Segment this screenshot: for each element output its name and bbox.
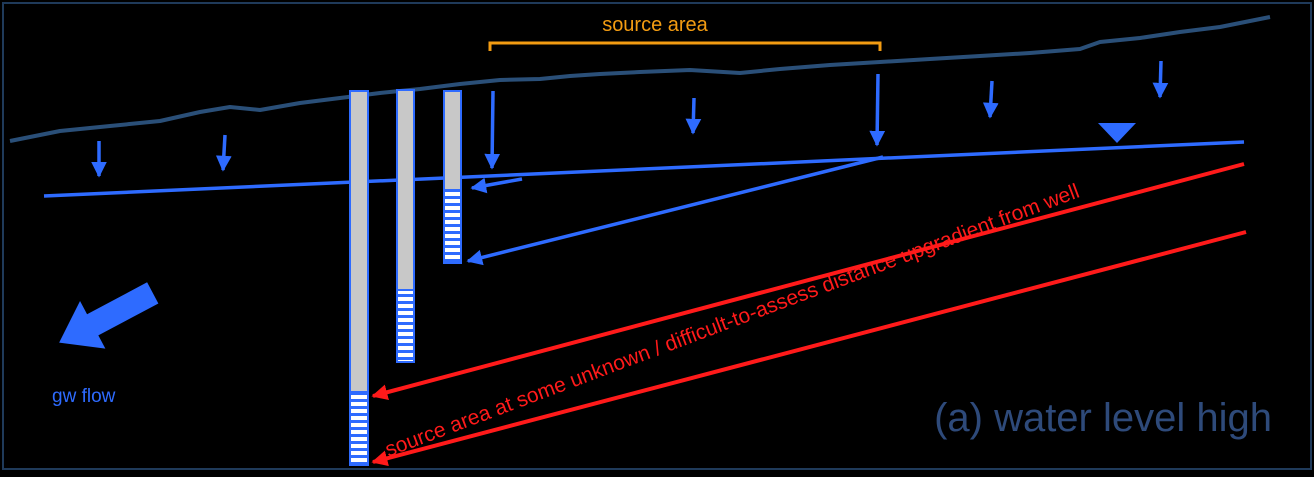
- flowpath-arrow-upper: [470, 177, 523, 194]
- source-area-bracket: [488, 41, 882, 51]
- well-casing: [396, 89, 415, 291]
- flowpath-arrow-lower: [466, 155, 884, 266]
- gw-flow-label: gw flow: [52, 386, 116, 407]
- recharge-arrow: [869, 73, 886, 147]
- gw-flow-arrow-icon: [59, 282, 159, 349]
- source-area-label: source area: [602, 14, 708, 36]
- water-table-marker-icon: [1098, 123, 1136, 143]
- intermediate-well: [396, 89, 415, 363]
- red-flowpath-arrow-lower: [371, 230, 1247, 467]
- diagram-frame: [2, 2, 1312, 470]
- well-screen: [396, 289, 415, 363]
- shallow-well: [443, 90, 462, 264]
- recharge-arrow: [982, 80, 999, 119]
- recharge-arrow: [1152, 60, 1169, 99]
- ground-surface-line: [9, 15, 1271, 143]
- water-table-line: [43, 140, 1245, 198]
- deep-well: [349, 90, 369, 466]
- red-flowpath-arrow-upper: [371, 162, 1245, 401]
- recharge-arrow: [484, 90, 501, 170]
- well-screen: [349, 391, 369, 466]
- recharge-arrow: [215, 134, 232, 172]
- case-title: (a) water level high: [934, 396, 1272, 440]
- well-casing: [443, 90, 462, 191]
- recharge-arrow: [685, 97, 702, 135]
- well-screen: [443, 189, 462, 264]
- recharge-arrows: [91, 60, 1169, 178]
- well-casing: [349, 90, 369, 393]
